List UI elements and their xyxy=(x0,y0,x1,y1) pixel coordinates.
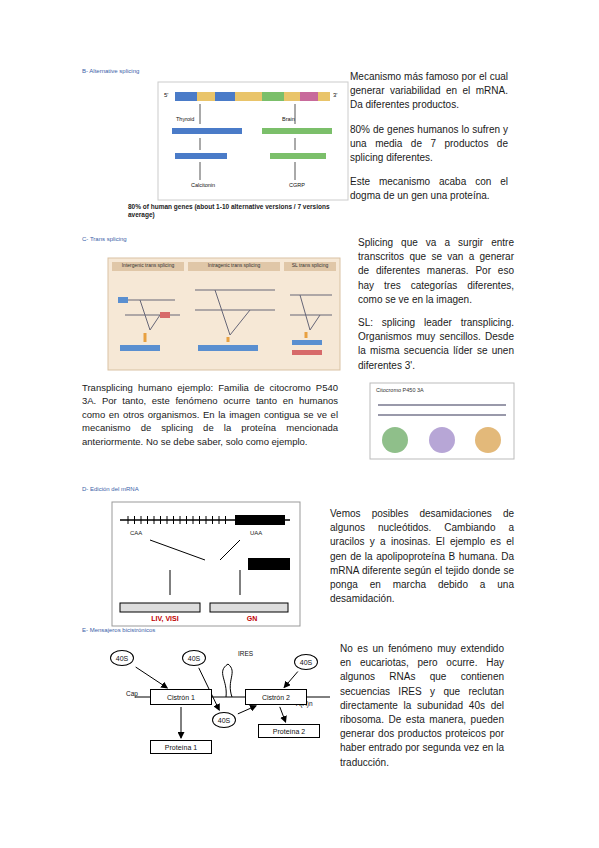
figure-frame xyxy=(158,82,348,200)
arrow-lines xyxy=(200,104,295,180)
figure-caption: 80% of human genes (about 1-10 alternati… xyxy=(128,203,358,219)
end-label: 3' xyxy=(333,92,345,99)
paragraph: Este mecanismo acaba con el dogma de un … xyxy=(350,175,508,203)
section-heading: C- Trans splicing xyxy=(82,236,222,243)
section-heading: B- Alternative splicing xyxy=(82,68,222,75)
arrow-connector xyxy=(280,707,286,722)
panel-title: SL trans splicing xyxy=(283,262,337,268)
protein-structure xyxy=(475,427,501,453)
paragraph: SL: splicing leader transplicing. Organi… xyxy=(358,316,514,373)
transcript-bar xyxy=(175,92,330,101)
node-text: 40S xyxy=(116,655,128,662)
ribosome-subunit: 40S xyxy=(110,650,134,666)
exon-blocks xyxy=(118,297,322,355)
mrna-bar xyxy=(262,128,332,134)
cistron-box: Cistrón 2 xyxy=(245,689,307,705)
arrow-connector xyxy=(136,667,168,688)
tissue-label: GN xyxy=(222,615,282,623)
mature-mrna xyxy=(175,153,227,159)
node-text: 40S xyxy=(218,717,230,724)
exon xyxy=(215,92,235,101)
codon-label: UAA xyxy=(250,530,280,537)
cap-label: Cap xyxy=(126,690,148,698)
label-block xyxy=(248,558,290,570)
arrows xyxy=(150,540,240,595)
protein-box: Proteína 2 xyxy=(258,724,320,738)
panel-header xyxy=(188,262,280,271)
protein-bar xyxy=(210,603,288,612)
node-text: Cistrón 2 xyxy=(262,694,290,701)
exon-ticks xyxy=(128,516,226,524)
node-text: Cistrón 1 xyxy=(167,694,195,701)
node-text: Proteína 1 xyxy=(165,744,197,751)
paragraph: Vemos posibles desamidaciones de algunos… xyxy=(330,507,514,606)
product-label: CGRP xyxy=(272,182,322,189)
panel-title: Intragenic trans splicing xyxy=(188,262,280,268)
trans-splicing-sketch xyxy=(118,290,332,335)
figure-title: Citocromo P450 3A xyxy=(376,387,496,394)
exon-block xyxy=(235,515,285,525)
protein-structure xyxy=(382,427,408,453)
paragraph: Splicing que va a surgir entre transcrit… xyxy=(358,236,514,307)
panel-header xyxy=(284,262,336,271)
orange-arrows xyxy=(145,332,306,342)
arrow-connector xyxy=(284,672,298,688)
tissue-label: LIV, VISI xyxy=(135,615,195,623)
arrow-connector xyxy=(181,707,182,738)
protein-box: Proteína 1 xyxy=(150,740,212,754)
protein-structure xyxy=(429,427,455,453)
exon xyxy=(300,92,318,101)
node-text: Proteína 2 xyxy=(273,728,305,735)
arrow-connector xyxy=(238,706,256,714)
exon xyxy=(262,92,284,101)
figure-panel xyxy=(108,258,340,370)
mature-mrna xyxy=(270,153,326,159)
ires-loop xyxy=(223,664,233,697)
cistron-box: Cistrón 1 xyxy=(150,689,212,705)
tissue-label: Thyroid xyxy=(176,116,216,123)
panel-title: Intergenic trans splicing xyxy=(110,262,186,268)
paragraph: Transplicing humano ejemplo: Familia de … xyxy=(82,381,338,448)
figure-frame xyxy=(370,383,514,459)
protein-bar xyxy=(120,603,200,612)
ribosome-subunit: 40S xyxy=(294,654,318,670)
ribosome-subunit: 40S xyxy=(182,650,206,666)
mrna-bar xyxy=(172,128,242,134)
gene-lines xyxy=(378,405,506,415)
ires-label: IRES xyxy=(238,650,268,658)
ribosome-subunit: 40S xyxy=(212,712,236,728)
codon-label: CAA xyxy=(130,530,160,537)
end-label: 5' xyxy=(164,92,176,99)
node-text: 40S xyxy=(300,659,312,666)
tissue-label: Brain xyxy=(282,116,322,123)
section-heading: E- Mensajeros bicistrónicos xyxy=(82,627,242,634)
exon xyxy=(175,92,197,101)
section-heading: D- Edición del mRNA xyxy=(82,486,222,493)
figure-frame xyxy=(112,502,300,626)
paragraph: Mecanismo más famoso por el cual generar… xyxy=(350,70,508,113)
paragraph: 80% de genes humanos lo sufren y una med… xyxy=(350,123,508,166)
node-text: 40S xyxy=(188,655,200,662)
product-label: Calcitonin xyxy=(178,182,228,189)
paragraph: No es un fenómeno muy extendido en eucar… xyxy=(340,642,504,770)
